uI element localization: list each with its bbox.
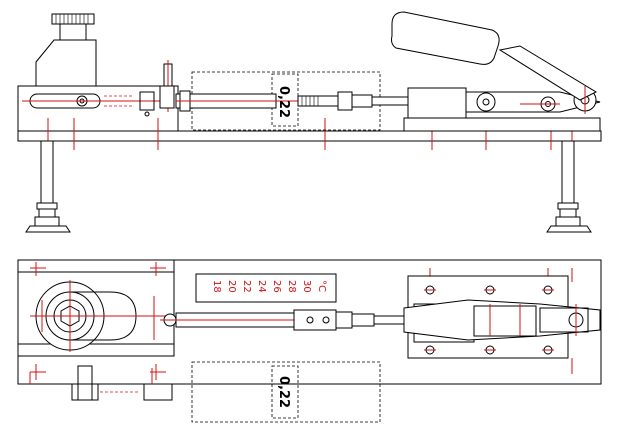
scale-labels: °C 30 28 26 24 22 20 18: [211, 280, 327, 293]
scale-mark-28: 28: [286, 280, 297, 293]
base-plate: [17, 130, 602, 142]
hex-nut: [337, 91, 353, 111]
toggle-clamp-side: [391, 11, 601, 132]
temperature-scale: [195, 273, 337, 303]
lower-pin: [77, 365, 93, 401]
scale-mark-24: 24: [256, 280, 267, 293]
left-leg: [25, 140, 71, 233]
scale-mark-20: 20: [226, 280, 237, 293]
knurled-knob: [51, 13, 95, 25]
top-dimension-label: 0,22: [276, 376, 291, 408]
clamp-handle-grip: [391, 11, 500, 65]
travel-envelope-top: [191, 361, 381, 423]
scale-mark-26: 26: [271, 280, 282, 293]
top-view: °C 30 28 26 24 22 20 18: [17, 259, 602, 423]
knob-housing: [35, 39, 97, 87]
scale-mark-30: 30: [301, 280, 312, 293]
knob-neck: [59, 23, 87, 41]
scale-mark-18: 18: [211, 280, 222, 293]
top-base-block: [17, 259, 175, 357]
toggle-clamp-top: [403, 275, 601, 359]
side-view: 0,22: [17, 11, 602, 233]
scale-unit: °C: [316, 280, 327, 292]
scale-mark-22: 22: [241, 280, 252, 293]
side-dimension-label: 0,22: [276, 86, 291, 118]
right-leg: [546, 140, 592, 233]
